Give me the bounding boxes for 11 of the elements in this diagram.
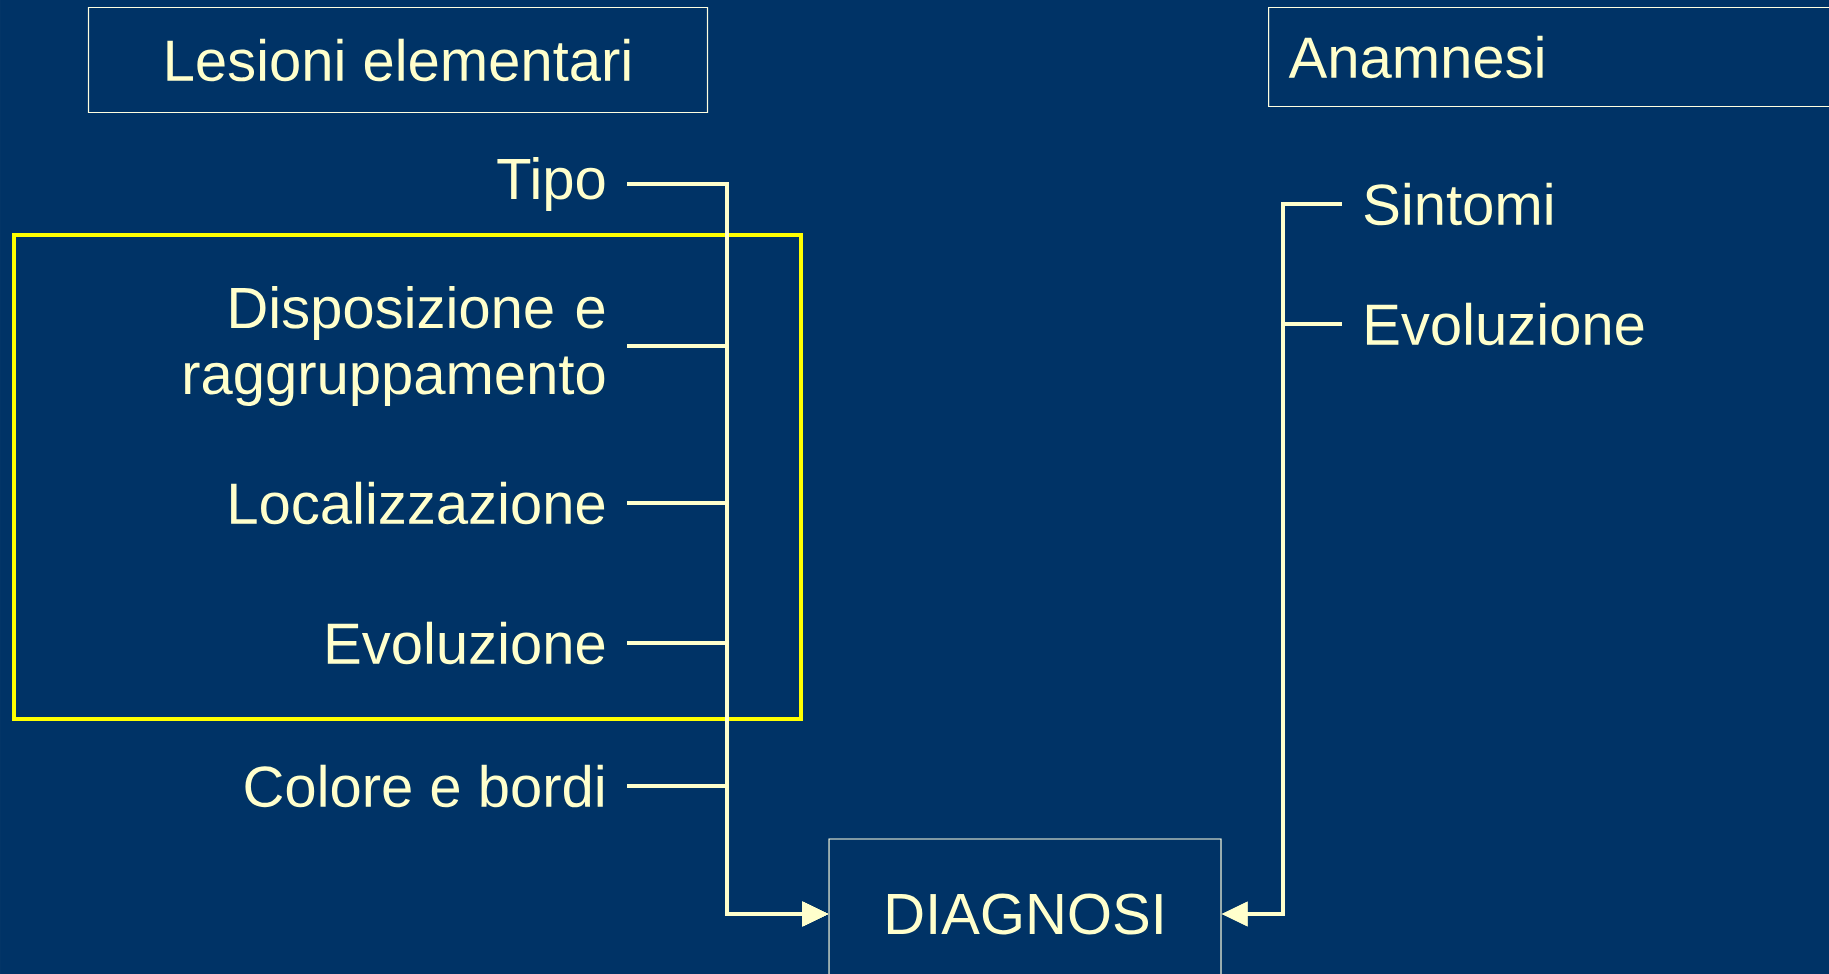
item-label: Evoluzione [1366,302,1644,346]
highlight-frame [12,233,803,721]
item-label: Colore e bordi [245,764,603,808]
item-label: Disposizione e raggruppamento [185,285,605,406]
item-label: Evoluzione [327,621,605,665]
result-box: DIAGNOSI [828,838,1222,974]
heading-box: Anamnesi [1268,6,1829,108]
item-label: Sintomi [1364,182,1552,226]
item-label: Localizzazione [231,481,605,525]
item-label: Tipo [497,156,605,211]
heading-box: Lesioni elementari [87,6,709,114]
